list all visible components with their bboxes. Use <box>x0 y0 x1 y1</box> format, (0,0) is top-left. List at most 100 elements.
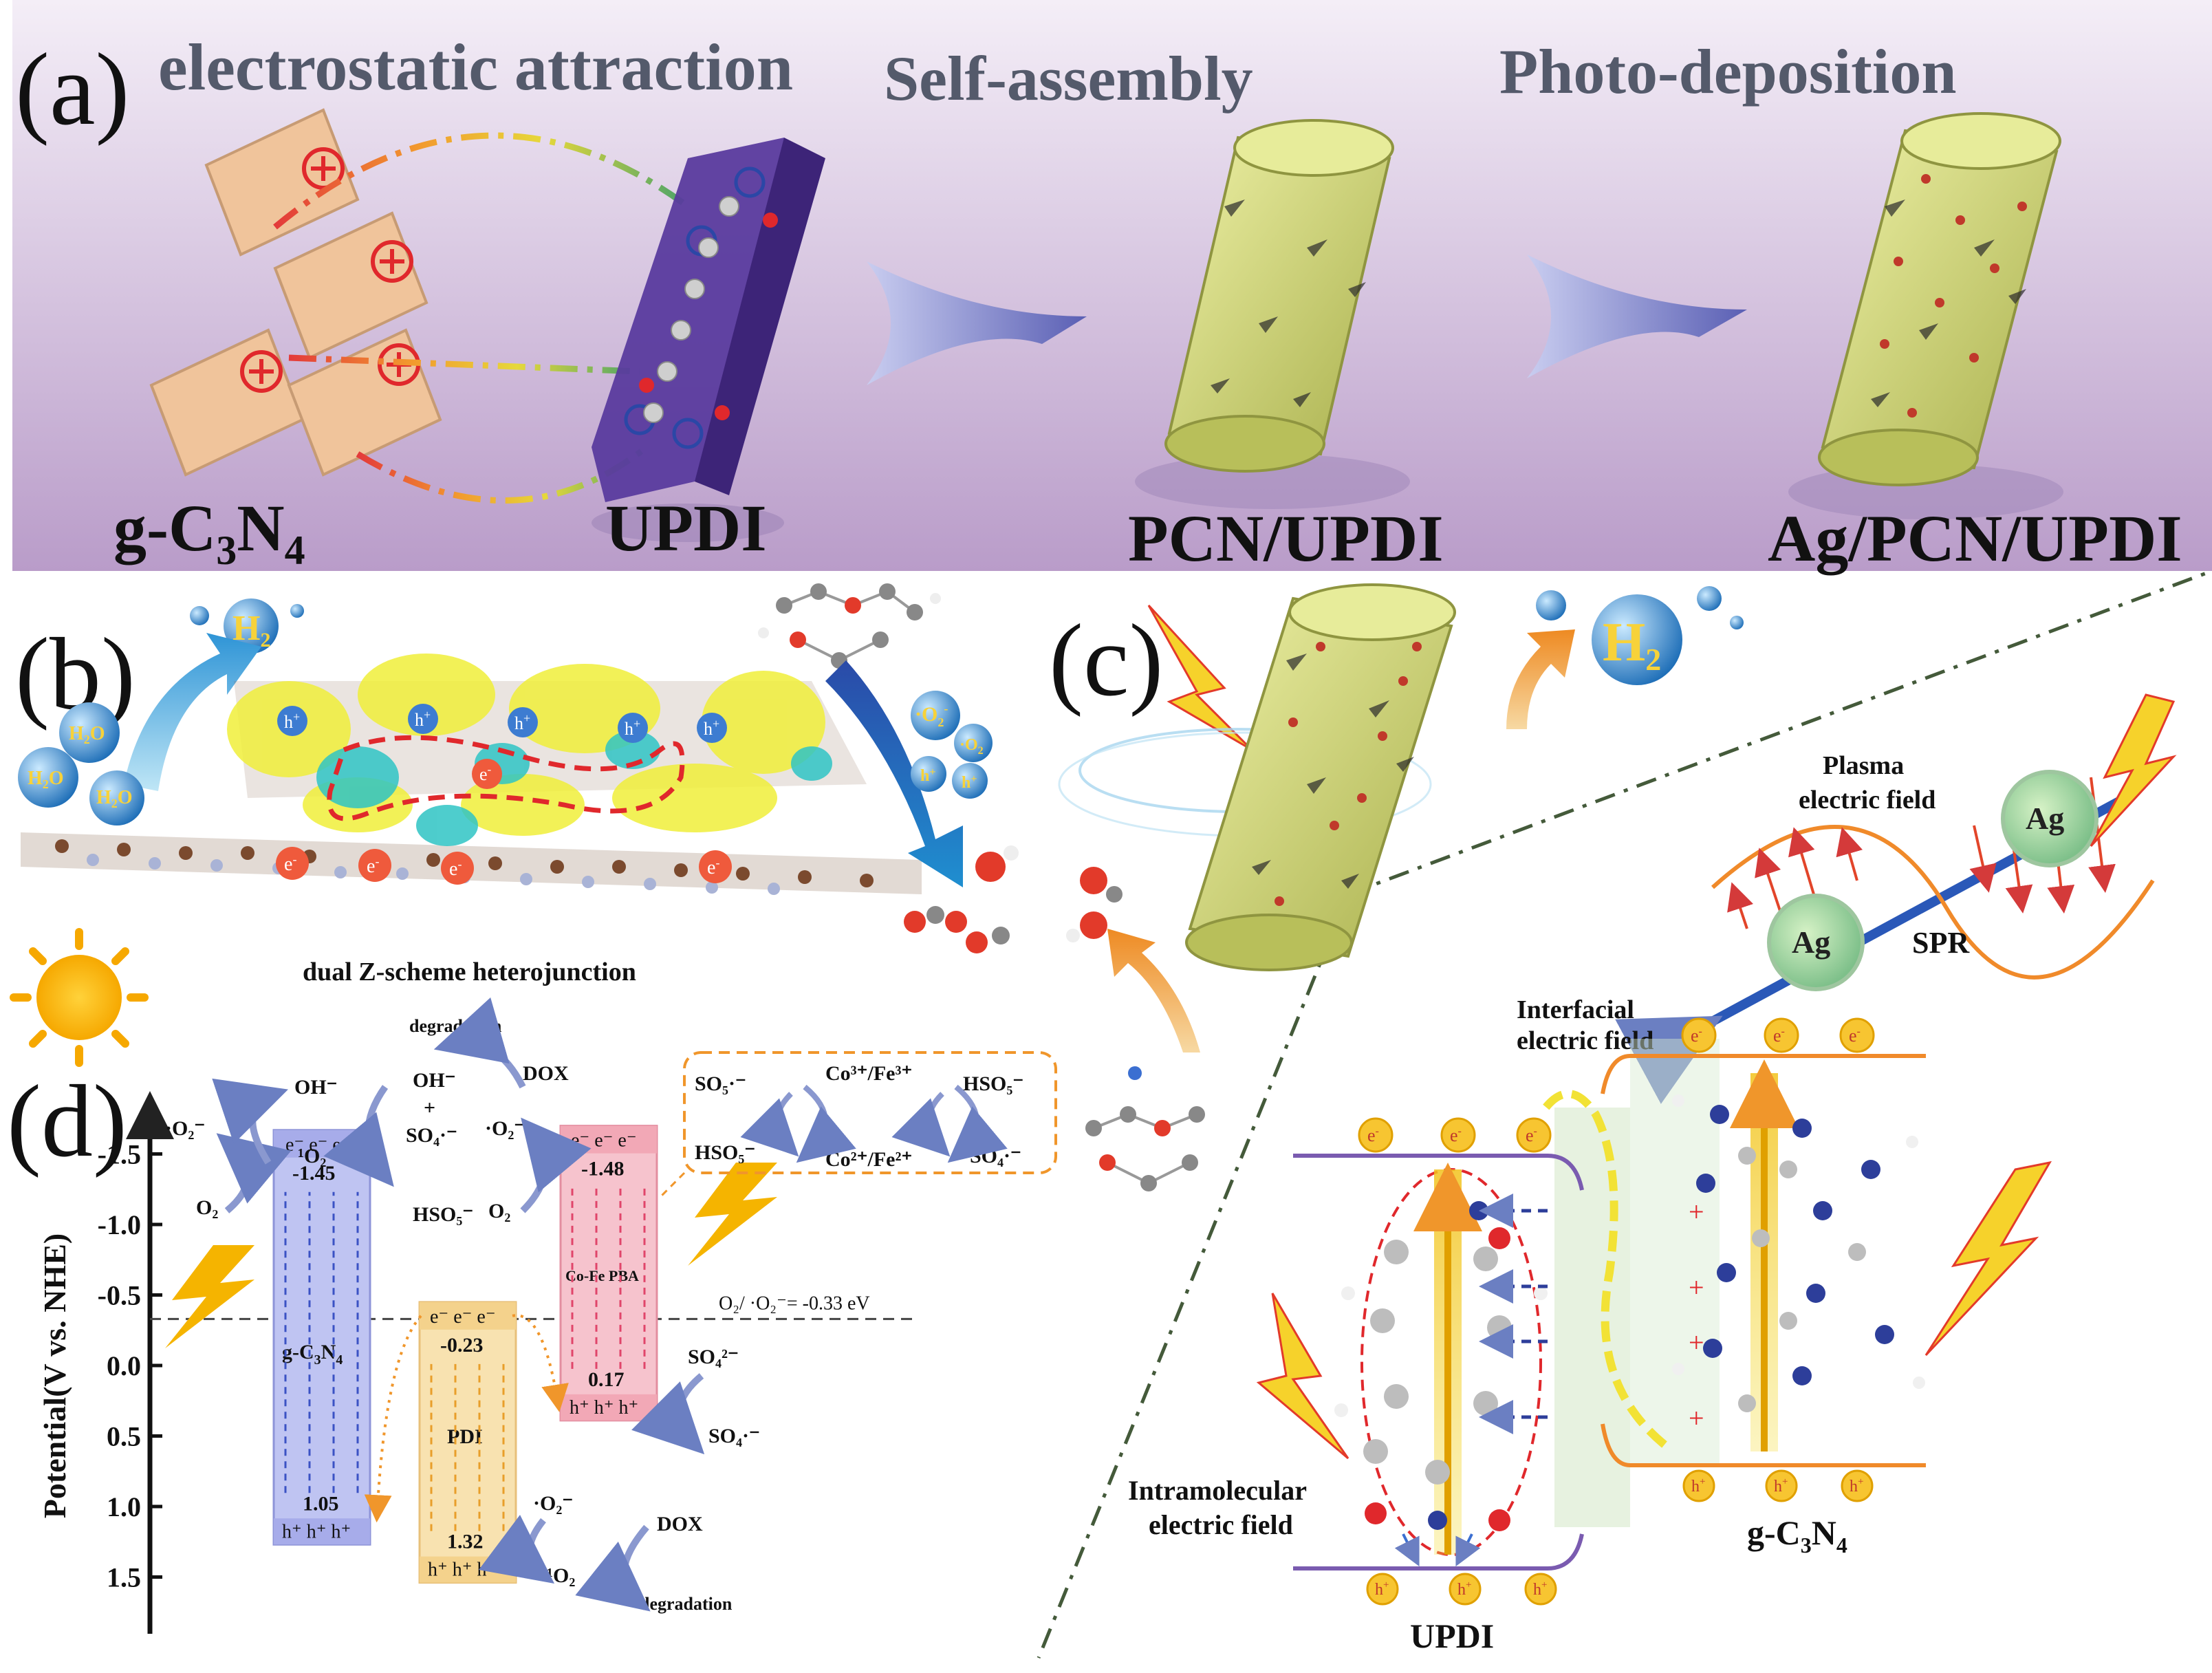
svg-text:·O₂⁻: ·O₂⁻ <box>485 1117 525 1140</box>
electron-transfer-arrow <box>364 1315 422 1523</box>
updi-molecule <box>1334 1163 1548 1567</box>
gcn-sheet <box>204 108 360 257</box>
panel-a: (a) electrostatic attraction Self-assemb… <box>12 0 2212 575</box>
svg-text:+: + <box>424 1097 435 1119</box>
svg-text:h+: h+ <box>625 717 640 739</box>
positive-charges <box>240 147 420 393</box>
reference-line-label: O₂/ ·O₂⁻= -0.33 eV <box>719 1293 870 1314</box>
dox-degradation-arrow <box>825 660 963 887</box>
lightning-icon <box>1256 1293 1349 1460</box>
svg-text:Co²⁺/Fe²⁺: Co²⁺/Fe²⁺ <box>825 1148 912 1171</box>
svg-text:+: + <box>1689 1272 1704 1303</box>
svg-text:e-: e- <box>449 857 462 880</box>
header-self-assembly: Self-assembly <box>884 43 1253 114</box>
panel-d-title: dual Z-scheme heterojunction <box>303 958 636 986</box>
panel-d: dual Z-scheme heterojunction (d) -1.5-1.… <box>7 928 1057 1634</box>
y-tick-label: -1.0 <box>98 1209 141 1240</box>
svg-text:H2O: H2O <box>96 787 133 810</box>
interface-zone <box>1630 1039 1720 1465</box>
h2o-bubbles <box>18 702 144 825</box>
svg-text:·O₂⁻: ·O₂⁻ <box>165 1117 205 1140</box>
electron-transfer-curve <box>1537 1090 1667 1448</box>
svg-text:h+: h+ <box>1850 1476 1863 1496</box>
hole-row-gcn: h+ h+ h+ <box>1682 1469 1874 1502</box>
separator-line <box>1347 569 2212 896</box>
panel-c: (c) H2 <box>1037 569 2212 1659</box>
header-electrostatic-attraction: electrostatic attraction <box>158 30 793 104</box>
sun-icon <box>10 928 149 1067</box>
small-bubble <box>290 604 304 618</box>
svg-text:h+: h+ <box>1691 1476 1705 1496</box>
svg-text:+: + <box>1689 1403 1704 1434</box>
reaction-species: ·O₂⁻ O₂ OH⁻ ¹O₂ OH⁻ + SO₄·⁻ HSO₅⁻ ·O₂⁻ O… <box>165 1069 760 1587</box>
caption-pcn-updi: PCN/UPDI <box>1128 501 1444 575</box>
svg-text:·O₂⁻: ·O₂⁻ <box>533 1492 573 1515</box>
h2-evolution-arrow <box>124 633 261 791</box>
h2-bubble-c <box>1592 594 1682 685</box>
small-bubble <box>1730 616 1744 629</box>
svg-text:h+: h+ <box>704 717 719 739</box>
electron-row-updi: e- e- e- <box>1358 1117 1552 1153</box>
panel-b: (b) H2 H2O H2O H2O <box>15 583 1019 953</box>
arrow-photo-deposition <box>1527 255 1747 378</box>
svg-text:h+: h+ <box>1533 1579 1547 1599</box>
cofe-vb-value: 0.17 <box>588 1368 625 1391</box>
svg-text:h+: h+ <box>1375 1579 1389 1599</box>
h2-evolution-arrow-c <box>1506 629 1575 729</box>
lightning-icon <box>165 1245 254 1348</box>
svg-text:e-: e- <box>1849 1026 1861 1046</box>
svg-text:h+: h+ <box>1457 1579 1471 1599</box>
svg-text:h+: h+ <box>284 710 300 732</box>
small-bubble <box>1697 586 1722 611</box>
svg-text:O₂: O₂ <box>488 1200 510 1222</box>
h2-bubble <box>224 598 279 654</box>
h2-label-c: H2 <box>1603 612 1661 677</box>
svg-text:Co³⁺/Fe³⁺: Co³⁺/Fe³⁺ <box>825 1062 912 1085</box>
interfacial-label-line1: Interfacial <box>1517 995 1634 1024</box>
interfacial-field-arrows <box>1479 1194 1699 1434</box>
svg-text:SO₄·⁻: SO₄·⁻ <box>970 1145 1021 1167</box>
ag-pcn-updi-cylinder <box>1788 112 2063 519</box>
y-tick-label: 0.5 <box>107 1421 141 1452</box>
hole-radical-label: h+ <box>962 773 977 792</box>
y-tick-label: 1.0 <box>107 1491 141 1522</box>
gcn-sheet <box>273 211 429 360</box>
box-cycle-arrows <box>740 1084 1008 1163</box>
small-bubble <box>190 606 209 625</box>
ag-label: Ag <box>1792 925 1830 960</box>
o2-radical-label: ·O2- <box>915 702 948 729</box>
interfacial-label-line2: electric field <box>1517 1026 1653 1055</box>
y-axis-ticks: -1.5-1.0-0.50.00.51.01.5 <box>98 1139 162 1593</box>
gcn-vb-value: 1.05 <box>303 1492 339 1515</box>
arrow-self-assembly <box>867 261 1087 385</box>
gcn-label-c: g-C3N4 <box>1747 1513 1847 1557</box>
svg-text:HSO₅⁻: HSO₅⁻ <box>695 1141 755 1164</box>
svg-text:e-: e- <box>1773 1026 1785 1046</box>
cofe-band-label: Co-Fe PBA <box>565 1267 639 1284</box>
svg-text:h+: h+ <box>514 711 530 733</box>
degradation-label-top: degradation <box>409 1016 502 1036</box>
gcn-holes: h⁺ h⁺ h⁺ <box>282 1521 351 1542</box>
separator-line <box>1037 894 1350 1659</box>
gcn-molecule <box>1672 1059 1925 1451</box>
spr-section: Ag Ag Plasma electric field SPR <box>1615 693 2177 1104</box>
svg-text:e-: e- <box>1450 1125 1462 1145</box>
radical-bubbles <box>911 691 993 799</box>
svg-text:H2O: H2O <box>69 723 105 746</box>
header-photo-deposition: Photo-deposition <box>1499 36 1957 107</box>
updi-prism <box>592 138 825 502</box>
caption-updi: UPDI <box>605 491 767 565</box>
y-axis-label: Potential(V vs. NHE) <box>37 1233 72 1518</box>
dox-molecule-c <box>1085 1066 1205 1191</box>
pdi-cb-value: -0.23 <box>440 1334 484 1357</box>
updi-label-c: UPDI <box>1410 1617 1494 1655</box>
updi-shadow <box>592 504 784 542</box>
pdi-band-label: PDI <box>447 1425 483 1448</box>
band-cofe: e⁻ e⁻ e⁻ -1.48 Co-Fe PBA 0.17 h⁺ h⁺ h⁺ <box>559 1125 658 1422</box>
hole-radical-label: h+ <box>920 766 935 785</box>
band-pdi: e⁻ e⁻ e⁻ -0.23 PDI 1.32 h⁺ h⁺ h⁺ <box>418 1301 517 1584</box>
svg-text:SO₄·⁻: SO₄·⁻ <box>406 1124 457 1147</box>
h2o-labels: H2O H2O H2O <box>28 723 133 810</box>
